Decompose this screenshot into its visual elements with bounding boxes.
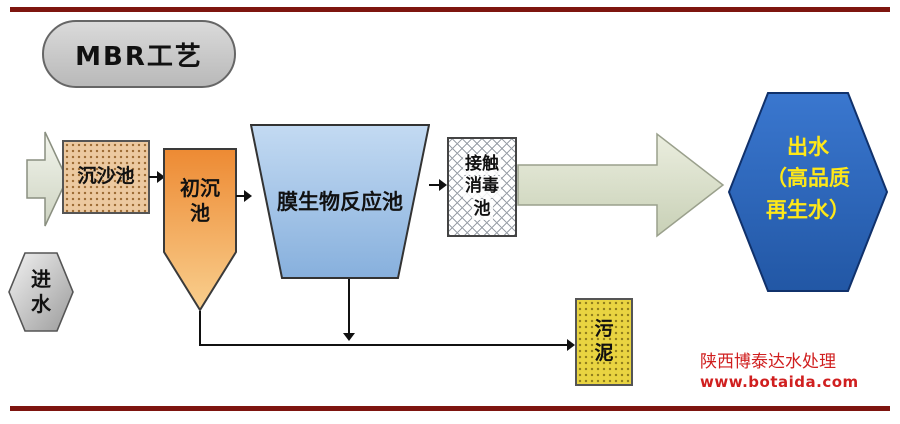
primary-tank-line2: 池: [190, 201, 210, 225]
arrow-primary-to-mbr: [236, 190, 252, 202]
process-title-label: MBR工艺: [75, 41, 203, 72]
disinfection-line2: 消毒: [463, 176, 501, 198]
grit-chamber-label: 沉沙池: [64, 142, 148, 212]
watermark: 陕西博泰达水处理 www.botaida.com: [700, 352, 859, 392]
effluent-node: 出水 （高品质 再生水）: [727, 92, 889, 292]
inlet-node: 进 水: [8, 252, 74, 332]
inlet-block-arrow-shape: [26, 131, 68, 227]
inlet-label-line2: 水: [31, 292, 51, 316]
sludge-line2: 泥: [594, 342, 614, 364]
disinfection-line1: 接触: [463, 154, 501, 176]
process-title-badge: MBR工艺: [42, 20, 236, 88]
primary-tank-shape: [163, 148, 237, 312]
arrow-mbr-to-disinfection: [429, 179, 447, 191]
effluent-line2: （高品质: [766, 166, 850, 191]
disinfection-tank-label: 接触 消毒 池: [449, 139, 515, 235]
effluent-line3: 再生水）: [766, 197, 850, 222]
grit-chamber-node: 沉沙池: [62, 140, 150, 214]
inlet-hexagon-shape: [8, 252, 74, 332]
disinfection-line3: 池: [471, 198, 493, 220]
connector-mbr-to-sludge-line: [343, 279, 355, 341]
watermark-company: 陕西博泰达水处理: [700, 352, 836, 372]
watermark-website: www.botaida.com: [700, 373, 859, 392]
effluent-block-arrow-shape: [517, 132, 725, 238]
effluent-label: 出水 （高品质 再生水）: [727, 92, 889, 292]
mbr-tank-shape: [250, 124, 430, 279]
effluent-hexagon-shape: [727, 92, 889, 292]
mbr-tank-node: 膜生物反应池: [250, 124, 430, 280]
arrow-grit-to-primary: [149, 171, 165, 183]
primary-tank-node: 初沉 池: [163, 148, 237, 312]
inlet-label: 进 水: [8, 252, 74, 332]
sludge-line1: 污: [594, 318, 614, 341]
inlet-block-arrow: [26, 130, 68, 228]
grit-chamber-text: 沉沙池: [77, 165, 135, 188]
primary-tank-line1: 初沉: [180, 176, 220, 200]
top-border-rule: [10, 7, 890, 12]
connector-primary-to-sludge-line: [199, 311, 201, 345]
mbr-tank-text: 膜生物反应池: [277, 189, 403, 214]
disinfection-tank-node: 接触 消毒 池: [447, 137, 517, 237]
connector-sludge-horizontal: [199, 339, 575, 351]
bottom-border-rule: [10, 406, 890, 411]
primary-tank-label: 初沉 池: [163, 148, 237, 254]
sludge-node: 污 泥: [575, 298, 633, 386]
inlet-label-line1: 进: [31, 267, 51, 291]
effluent-block-arrow: [517, 132, 725, 238]
sludge-label: 污 泥: [577, 300, 631, 384]
effluent-line1: 出水: [787, 134, 829, 159]
mbr-tank-label: 膜生物反应池: [250, 124, 430, 280]
